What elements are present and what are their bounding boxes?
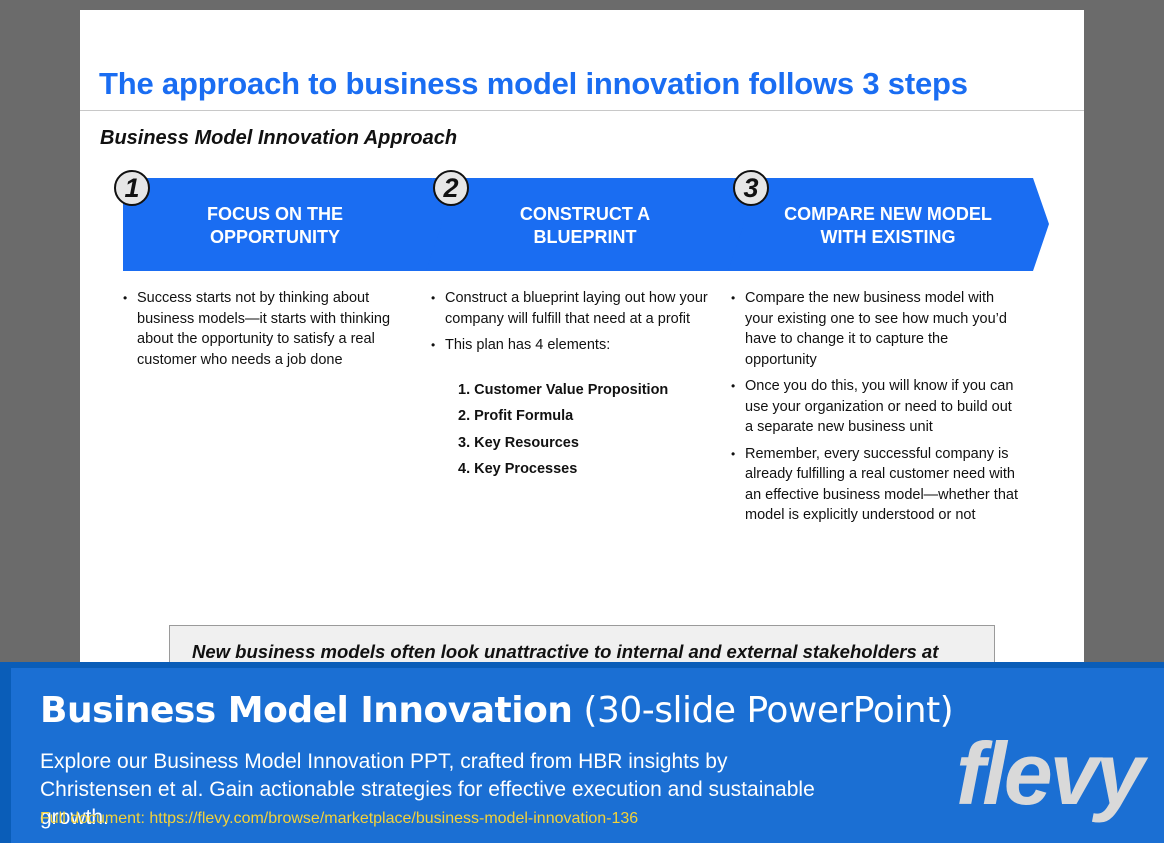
step-2-details: Construct a blueprint laying out how you… <box>431 288 721 486</box>
blueprint-element: 2. Profit Formula <box>458 408 574 424</box>
title-divider <box>80 110 1084 111</box>
banner-title-light: (30-slide PowerPoint) <box>583 690 954 731</box>
list-item: Compare the new business model with your… <box>731 288 1021 370</box>
blueprint-element: 3. Key Resources <box>458 434 579 451</box>
banner-description: Explore our Business Model Innovation PP… <box>40 750 815 829</box>
blueprint-element: 1. Customer Value Proposition <box>458 381 669 398</box>
promo-banner-panel: Business Model Innovation (30-slide Powe… <box>11 668 1164 843</box>
step-1-number-badge: 1 <box>114 170 150 206</box>
step-2-label: CONSTRUCT A BLUEPRINT <box>519 204 651 247</box>
step-3-number-badge: 3 <box>733 170 769 206</box>
banner-title-bold: Business Model Innovation <box>40 690 573 731</box>
step-3-details: Compare the new business model with your… <box>731 288 1021 532</box>
flevy-logo: flevy <box>956 724 1145 823</box>
promo-banner: Business Model Innovation (30-slide Powe… <box>0 662 1164 843</box>
step-2-number-badge: 2 <box>433 170 469 206</box>
slide-subtitle: Business Model Innovation Approach <box>100 127 458 149</box>
step-1-details: Success starts not by thinking about bus… <box>123 288 413 376</box>
step-3-label: COMPARE NEW MODEL WITH EXISTING <box>784 204 992 247</box>
banner-title: Business Model Innovation (30-slide Powe… <box>40 690 954 731</box>
list-item: This plan has 4 elements: <box>431 335 721 356</box>
callout-text: New business models often look unattract… <box>192 641 939 662</box>
full-document-link[interactable]: Full document: https://flevy.com/browse/… <box>40 810 639 827</box>
list-item: Remember, every successful company is al… <box>731 444 1021 526</box>
blueprint-element: 4. Key Processes <box>458 461 578 477</box>
slide: The approach to business model innovatio… <box>80 10 1084 670</box>
slide-title: The approach to business model innovatio… <box>99 66 968 101</box>
step-1-label: FOCUS ON THE OPPORTUNITY <box>206 204 343 247</box>
list-item: Success starts not by thinking about bus… <box>123 288 413 370</box>
list-item: Construct a blueprint laying out how you… <box>431 288 721 329</box>
list-item: Once you do this, you will know if you c… <box>731 376 1021 438</box>
